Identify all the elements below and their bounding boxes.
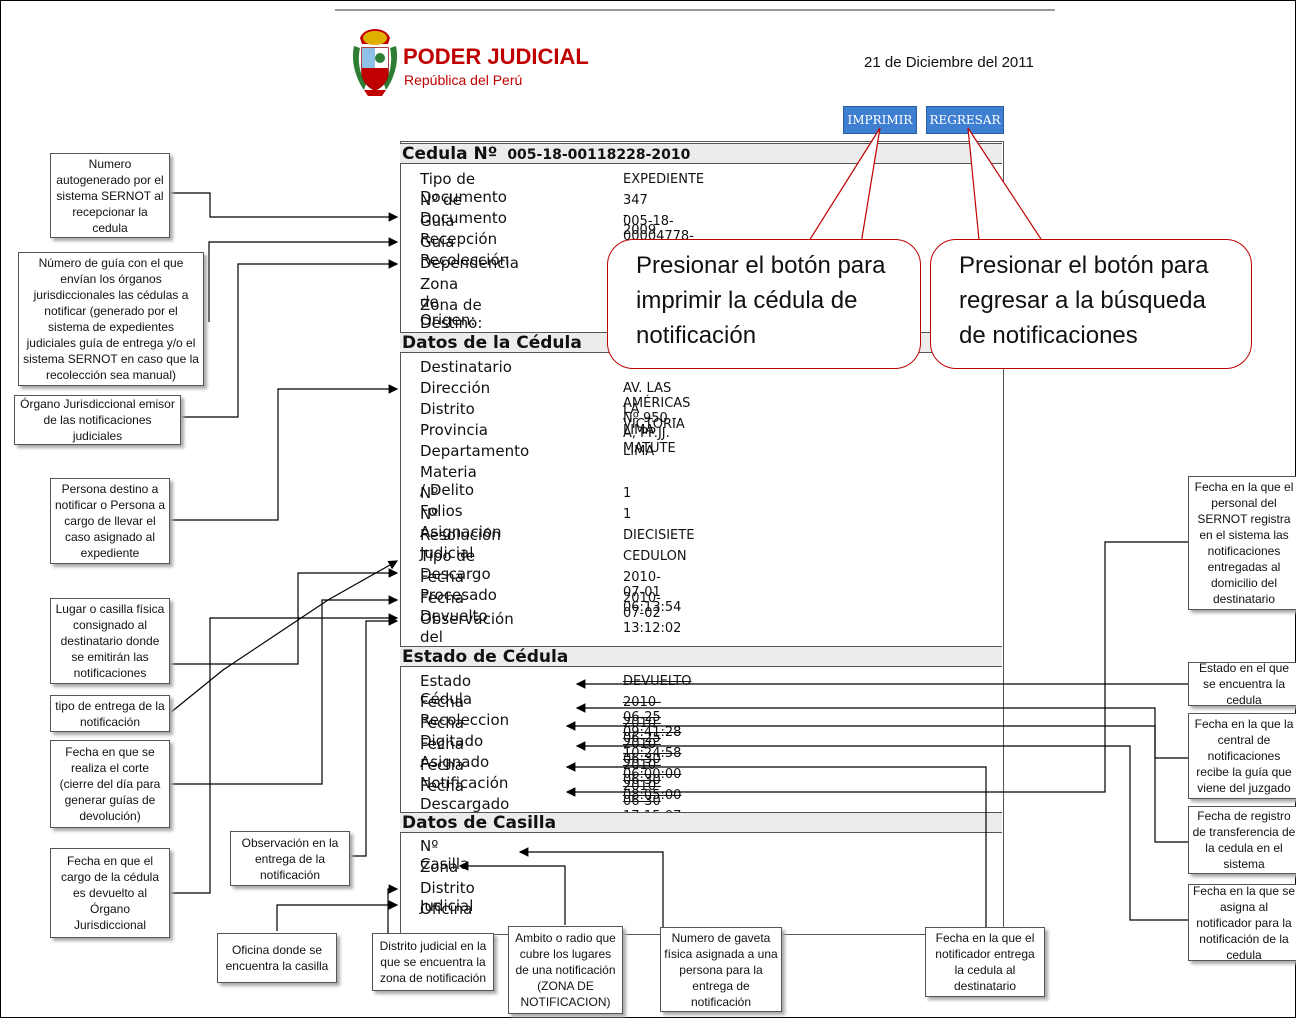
field-label: Materia / Delito [420, 463, 477, 499]
print-callout: Presionar el botón para imprimir la cédu… [607, 239, 921, 369]
field-label: Fecha Descargado [420, 777, 510, 813]
note-numero-autogenerado: Numero autogenerado por el sistema SERNO… [50, 153, 170, 238]
note-fecha-central: Fecha en la que la central de notificaci… [1188, 713, 1296, 799]
field-value: 2010-06-25 10:24:58 [623, 716, 682, 761]
field-value: CEDULON [623, 549, 687, 564]
field-label: Zona de Origen: [420, 275, 476, 329]
field-label: Dependencia [420, 254, 519, 272]
field-label: Provincia [420, 421, 488, 439]
note-lugar-casilla: Lugar o casilla física consignado al des… [50, 598, 170, 684]
section-cedula-header: Cedula Nº 005-18-00118228-2010 [400, 143, 1002, 164]
section-title: Estado de Cédula [402, 647, 569, 667]
field-label: Nº de Documento [420, 191, 507, 227]
field-label: Destinatario [420, 358, 512, 376]
note-ambito-zona: Ambito o radio que cubre los lugares de … [508, 926, 623, 1014]
note-organo-jurisdiccional: Órgano Jurisdiccional emisor de las noti… [14, 395, 181, 445]
field-label: Tipo de Descargo [420, 547, 491, 583]
field-label: Guia Recepción [420, 212, 498, 248]
field-label: Fecha Procesado [420, 568, 497, 604]
note-tipo-entrega: tipo de entrega de la notificación [50, 695, 170, 732]
field-value: 1 [623, 507, 632, 522]
section-casilla: Datos de Casilla [400, 812, 1002, 833]
back-button[interactable]: REGRESAR [926, 106, 1004, 134]
field-label: Fecha Asignado [420, 735, 490, 771]
brand-title: PODER JUDICIAL [403, 44, 589, 69]
field-value: 2010-06-30 06:00:00 [623, 737, 682, 782]
field-label: Distrito [420, 400, 475, 418]
field-value: DIECISIETE [623, 528, 695, 543]
field-label: Fecha Digitado [420, 714, 484, 750]
top-rule [335, 9, 1055, 11]
field-value: 1 [623, 486, 632, 501]
field-label: Nº Folios [420, 484, 463, 520]
section-estado: Estado de Cédula [400, 646, 1002, 667]
field-value: EXPEDIENTE [623, 172, 705, 187]
field-label: Oficina [420, 900, 473, 918]
note-fecha-asignacion: Fecha en la que se asigna al notificador… [1188, 884, 1296, 962]
field-label: Dirección [420, 379, 491, 397]
field-label: Tipo de Documento [420, 170, 507, 206]
note-numero-gaveta: Numero de gaveta física asignada a una p… [660, 927, 782, 1012]
brand-subtitle: República del Perú [404, 72, 523, 88]
section-title: Datos de Casilla [402, 813, 557, 833]
field-value: LIMA [623, 444, 655, 459]
field-label: Distrito Judicial [420, 879, 475, 915]
field-label: Departamento [420, 442, 530, 460]
field-value: 2010-07-02 13:12:02 [623, 591, 682, 636]
field-value: DEVUELTO [623, 674, 692, 689]
field-label: Fecha Notificación [420, 756, 509, 792]
note-fecha-corte: Fecha en que se realiza el corte (cierre… [50, 740, 170, 828]
note-estado-cedula: Estado en el que se encuentra la cedula [1188, 661, 1296, 707]
field-value: 347 - 2009 [623, 193, 657, 238]
note-fecha-devuelto: Fecha en que el cargo de la cédula es de… [50, 848, 170, 938]
note-persona-destino: Persona destino a notificar o Persona a … [50, 478, 170, 564]
field-label: Nº Casilla [420, 837, 470, 873]
field-value: LA VICTORIA [623, 402, 685, 432]
back-callout: Presionar el botón para regresar a la bú… [930, 239, 1252, 369]
field-label: Resolución Judicial [420, 526, 501, 562]
field-label: Zona [420, 858, 459, 876]
field-label: Fecha Devuelto [420, 589, 488, 625]
cedula-number: 005-18-00118228-2010 [507, 147, 691, 163]
note-fecha-registro-sernot: Fecha en la que el personal del SERNOT r… [1188, 476, 1296, 610]
field-label: Zona de Destino: [420, 296, 483, 332]
field-label: Fecha Recoleccion [420, 693, 510, 729]
field-label: Estado Cédula [420, 672, 473, 708]
note-fecha-entrega: Fecha en la que el notificador entrega l… [925, 927, 1045, 997]
coat-of-arms-logo [352, 29, 398, 96]
current-date: 21 de Diciembre del 2011 [864, 54, 1034, 71]
field-value: 2010-07-01 06:13:54 [623, 570, 682, 615]
field-label: Guia Recolección [420, 233, 510, 269]
field-value: AV. LAS AMÉRICAS Nº 950 - A, PP.JJ. MATU… [623, 381, 691, 456]
field-value: LIMA [623, 423, 655, 438]
note-distrito-judicial: Distrito judicial en la que se encuentra… [372, 933, 494, 991]
field-value: 2010-06-25 09:41:28 [623, 695, 682, 740]
field-label: Nº Asignacion [420, 505, 502, 541]
note-fecha-transferencia: Fecha de registro de transferencia de la… [1188, 806, 1296, 874]
section-title: Datos de la Cédula [402, 333, 582, 353]
section-cedula-title: Cedula Nº [402, 144, 498, 164]
note-observacion: Observación en la entrega de la notifica… [230, 831, 350, 886]
note-oficina: Oficina donde se encuentra la casilla [217, 933, 337, 983]
note-numero-guia: Número de guía con el que envían los órg… [18, 252, 204, 386]
